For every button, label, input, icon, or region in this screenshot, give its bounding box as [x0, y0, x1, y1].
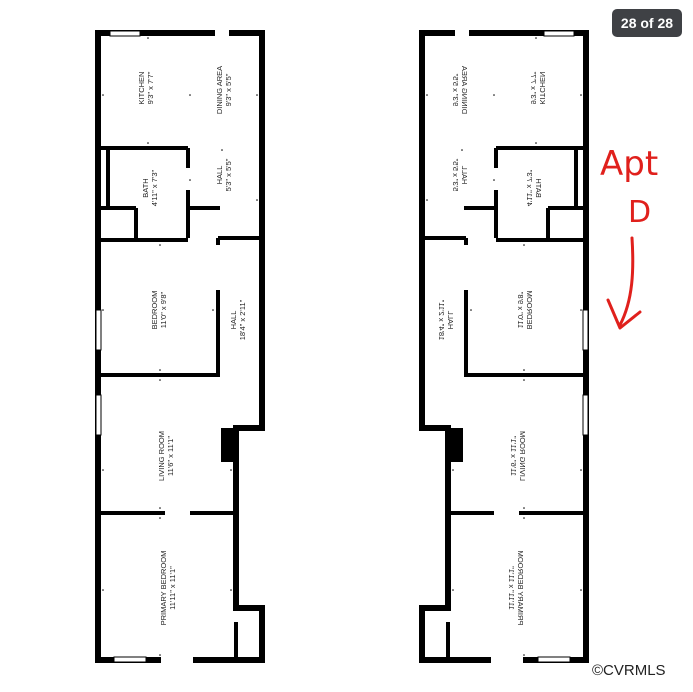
hall-long-label: HALL: [229, 311, 238, 330]
annotation-letter: D: [628, 195, 651, 230]
bath-dims: 4'11" x 7'3": [150, 169, 159, 206]
hall-top-label: HALL: [215, 166, 224, 185]
living-dims: 11'6" x 11'1": [166, 436, 175, 476]
image-counter-badge: 28 of 28: [612, 9, 682, 37]
kitchen-dims-mirrored: 9'3" x 7'7": [529, 71, 538, 104]
bedroom-label: BEDROOM: [150, 291, 159, 330]
bedroom-label-mirrored: BEDROOM: [525, 291, 534, 330]
bath-dims-mirrored: 4'11" x 7'3": [525, 169, 534, 206]
primary-dims-mirrored: 11'11" x 11'1": [507, 566, 516, 610]
floorplan-left: [96, 29, 262, 664]
dining-label-mirrored: DINING AREA: [460, 66, 469, 114]
hall-top-dims-mirrored: 5'3" x 5'5": [451, 158, 460, 191]
dining-dims: 9'3" x 5'5": [224, 73, 233, 106]
hall-long-label-mirrored: HALL: [446, 311, 455, 330]
living-label: LIVING ROOM: [157, 431, 166, 481]
copyright-watermark: ©CVRMLS: [592, 662, 666, 679]
hall-long-dims-mirrored: 18'4" x 2'11": [437, 299, 446, 340]
kitchen-label-mirrored: KITCHEN: [538, 72, 547, 105]
kitchen-label: KITCHEN: [137, 72, 146, 105]
hall-long-dims: 18'4" x 2'11": [238, 299, 247, 340]
hall-top-label-mirrored: HALL: [460, 166, 469, 185]
living-label-mirrored: LIVING ROOM: [518, 431, 527, 481]
primary-dims: 11'11" x 11'1": [168, 566, 177, 610]
bedroom-dims: 11'0" x 9'8": [159, 291, 168, 328]
arrow-icon: [618, 236, 635, 327]
bedroom-dims-mirrored: 11'0" x 9'8": [516, 291, 525, 328]
room-labels-right: KITCHEN 9'3" x 7'7" DINING AREA 9'3" x 5…: [437, 66, 547, 626]
bath-label-mirrored: BATH: [534, 178, 543, 197]
kitchen-dims: 9'3" x 7'7": [146, 71, 155, 104]
bath-label: BATH: [141, 178, 150, 197]
room-labels-left: KITCHEN 9'3" x 7'7" DINING AREA 9'3" x 5…: [137, 66, 247, 626]
floorplan-right: [422, 29, 588, 664]
dining-label: DINING AREA: [215, 66, 224, 114]
primary-label: PRIMARY BEDROOM: [159, 551, 168, 626]
primary-label-mirrored: PRIMARY BEDROOM: [516, 551, 525, 626]
living-dims-mirrored: 11'6" x 11'1": [509, 436, 518, 476]
dining-dims-mirrored: 9'3" x 5'5": [451, 73, 460, 106]
handwritten-annotation: Apt D: [600, 144, 658, 330]
annotation-apt: Apt: [600, 144, 658, 184]
hall-top-dims: 5'3" x 5'5": [224, 158, 233, 191]
arrow-head-icon: [606, 298, 642, 330]
